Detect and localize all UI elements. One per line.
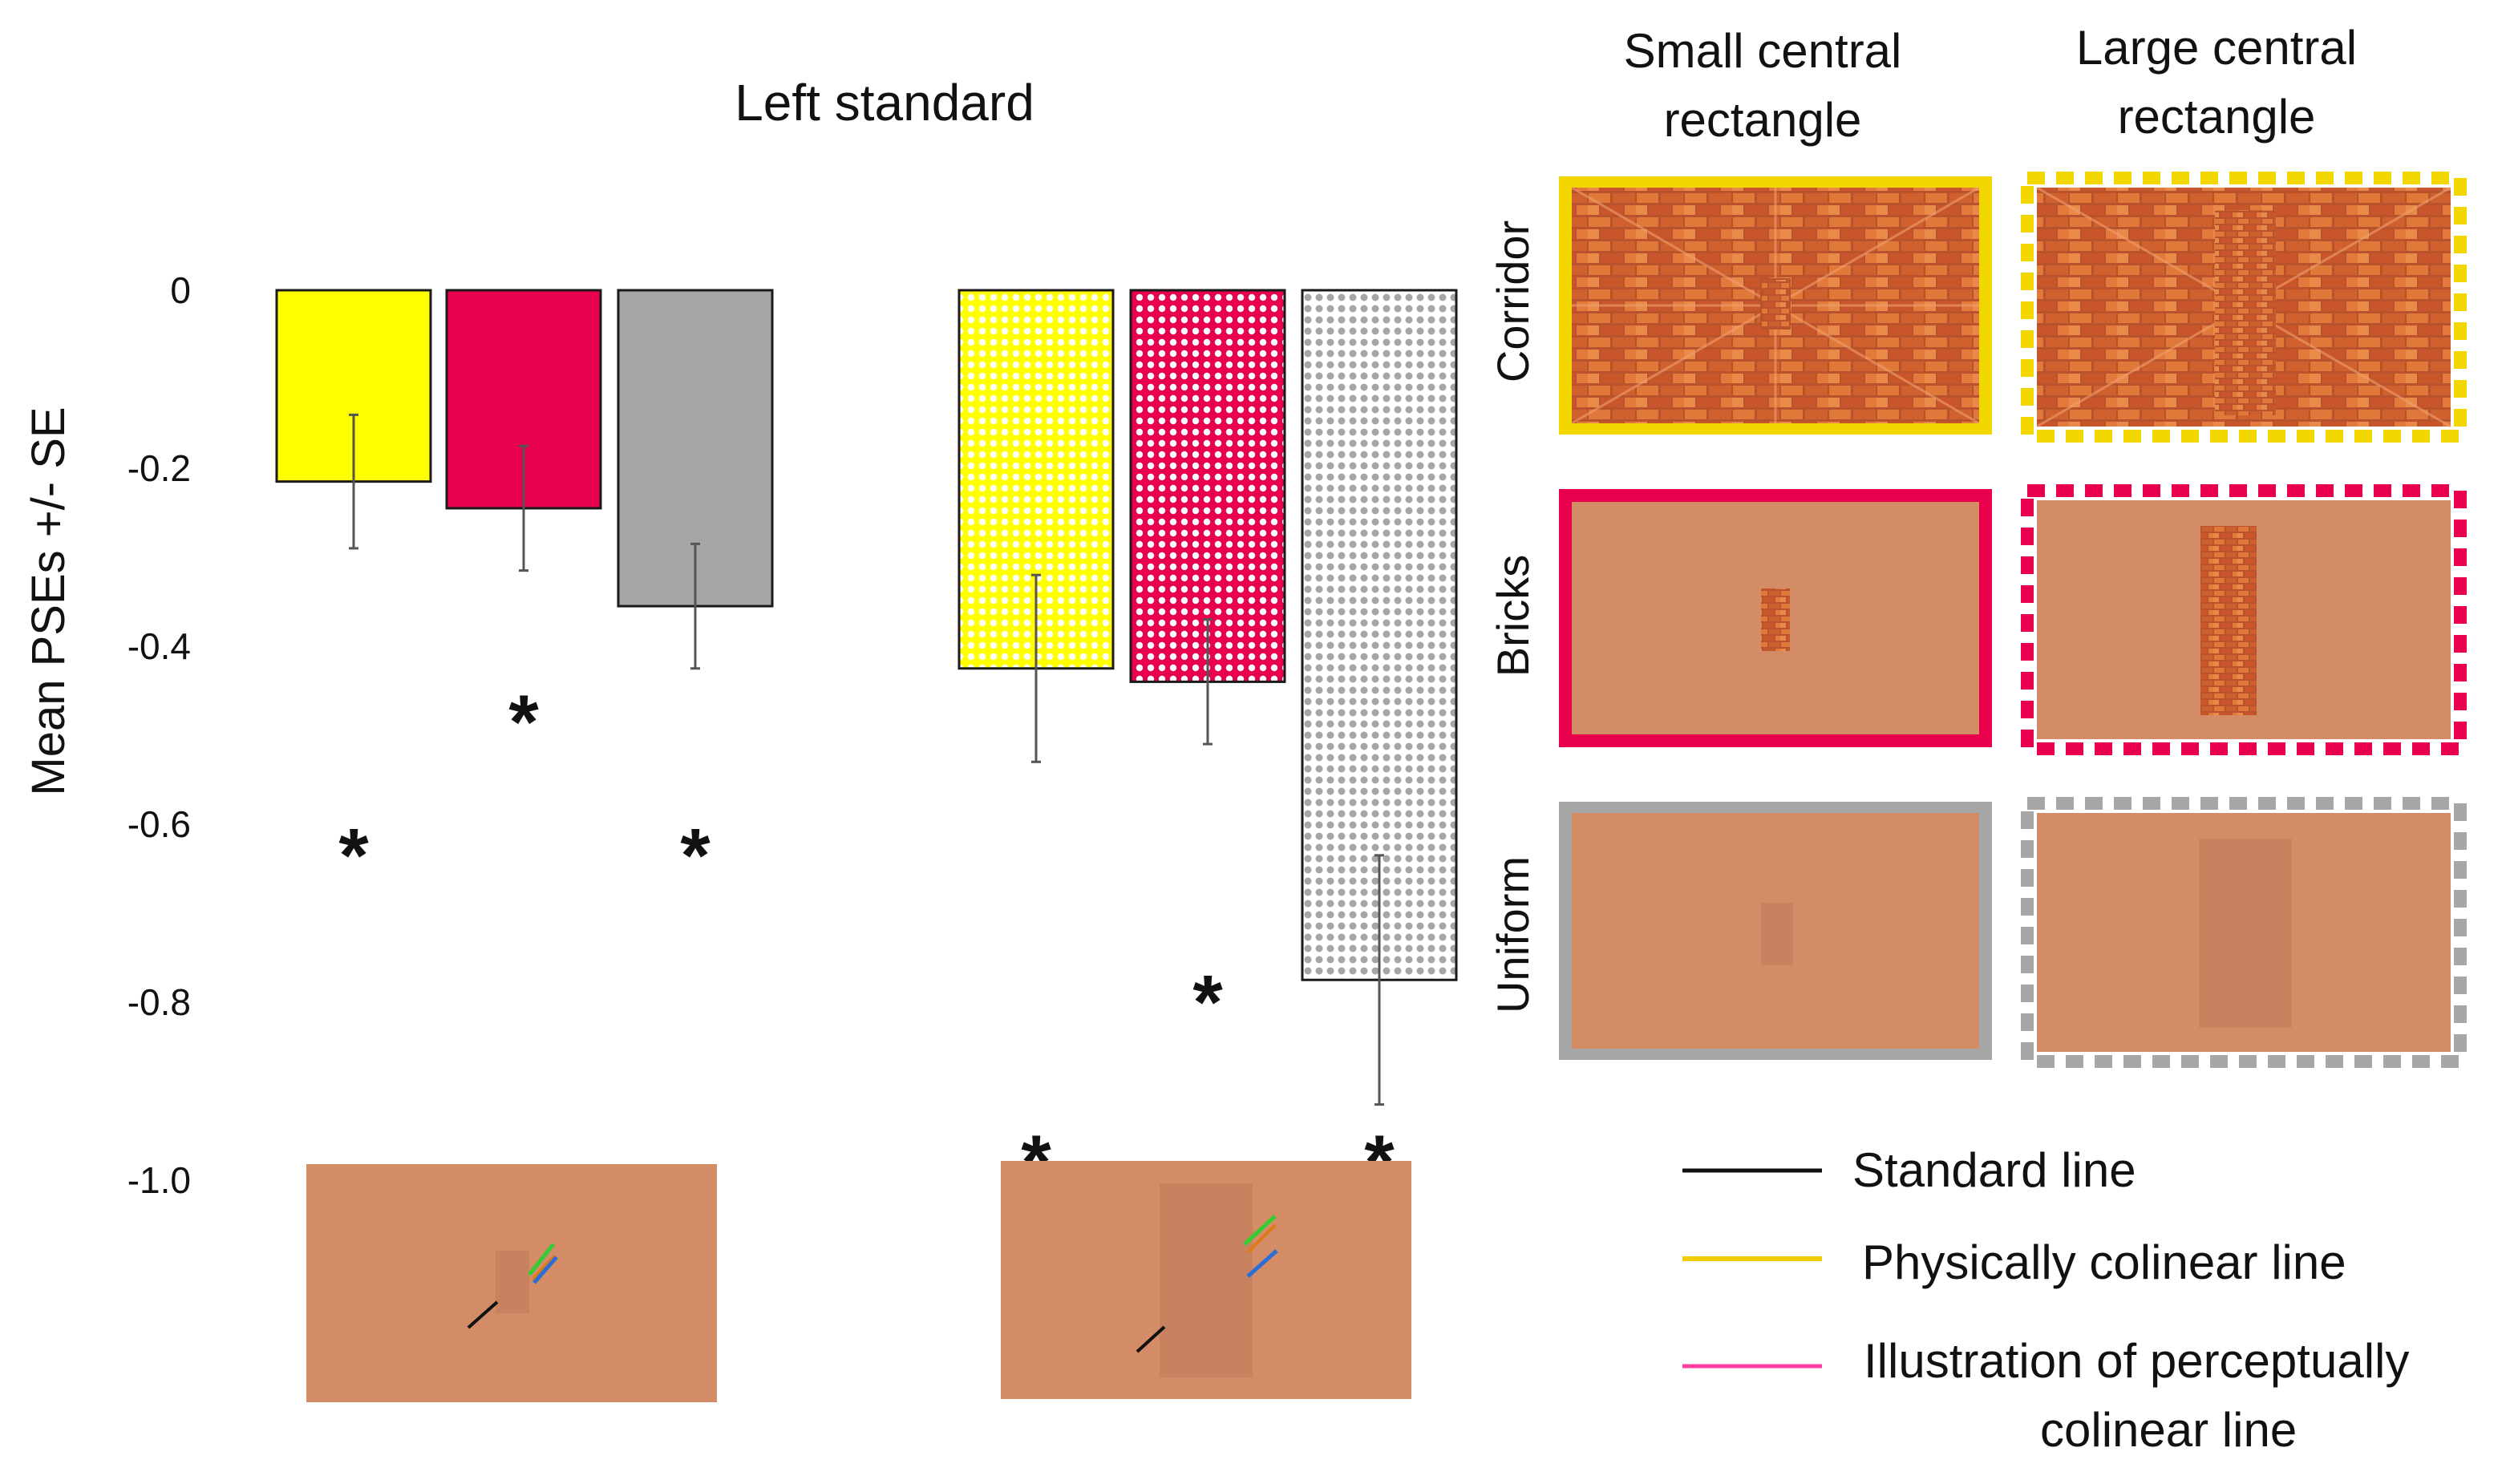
row-label-corridor: Corridor xyxy=(1488,220,1538,382)
stimulus-large-rectangle-example xyxy=(1001,1161,1411,1399)
significance-star: * xyxy=(508,679,539,765)
row-label-uniform: Uniform xyxy=(1488,856,1538,1013)
y-tick-label: -0.6 xyxy=(128,803,191,845)
bar-chart: Left standard Mean PSEs +/- SE 0 -0.2 -0.4… xyxy=(22,74,1458,1206)
error-bars xyxy=(349,413,1384,1106)
significance-star: * xyxy=(338,813,369,899)
significance-star: * xyxy=(680,813,711,899)
significance-star: * xyxy=(1192,960,1223,1045)
y-tick-label: -0.4 xyxy=(128,625,191,667)
y-tick-labels: 0 -0.2 -0.4 -0.6 -0.8 -1.0 xyxy=(128,269,191,1201)
row-label-bricks: Bricks xyxy=(1488,555,1538,677)
y-tick-label: 0 xyxy=(170,269,191,311)
corridor-large-thumbnail xyxy=(2021,172,2467,443)
y-tick-label: -0.2 xyxy=(128,447,191,489)
bar-uniform-small xyxy=(617,289,774,608)
uniform-small-thumbnail xyxy=(1559,802,1992,1060)
legend: Standard line Physically colinear line I… xyxy=(1682,1143,2409,1457)
significance-markers: ****** xyxy=(338,679,1395,1205)
legend-label-standard: Standard line xyxy=(1852,1143,2136,1197)
y-tick-label: -0.8 xyxy=(128,981,191,1023)
chart-title: Left standard xyxy=(735,74,1034,131)
uniform-large-thumbnail xyxy=(2021,797,2467,1068)
stimulus-small-rectangle-example xyxy=(306,1164,717,1402)
bricks-small-thumbnail xyxy=(1559,489,1992,747)
bar-bricks-large xyxy=(1129,289,1286,683)
legend-label-physical: Physically colinear line xyxy=(1862,1235,2346,1289)
y-axis-label: Mean PSEs +/- SE xyxy=(22,406,75,795)
bricks-large-thumbnail xyxy=(2021,484,2467,755)
corridor-small-thumbnail xyxy=(1559,176,1992,435)
y-tick-label: -1.0 xyxy=(128,1159,191,1201)
bars xyxy=(275,289,1458,981)
